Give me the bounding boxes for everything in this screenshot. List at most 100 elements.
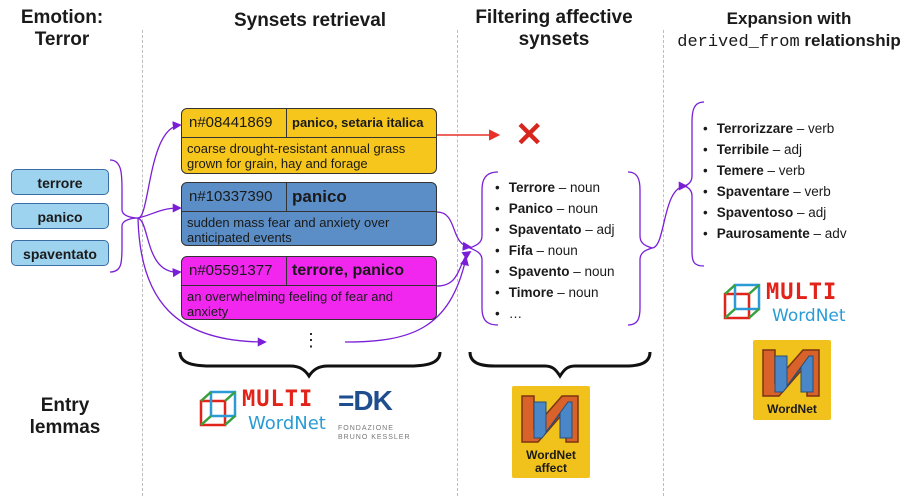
list-item-pos: noun (568, 201, 599, 216)
multi-logo-text: MULTI (766, 280, 838, 305)
list-item: Timore – noun (495, 282, 615, 303)
wordnet-n-icon (521, 395, 579, 443)
synset-header: n#05591377 terrore, panico (182, 257, 436, 286)
synset-id: n#05591377 (182, 257, 287, 285)
relation-code: derived_from (677, 33, 800, 52)
list-item-word: Panico (508, 201, 553, 216)
lemma-terrore: terrore (11, 169, 109, 195)
synset-words: panico, setaria italica (292, 115, 424, 130)
list-item: Spaventato – adj (495, 219, 615, 240)
arrow-to-synset-1 (137, 121, 182, 219)
lemma-panico: panico (11, 203, 109, 229)
lemma-brace (109, 159, 139, 273)
synset-box: n#05591377 terrore, panico an overwhelmi… (181, 256, 437, 320)
list-item-word: Fifa (508, 243, 533, 258)
synset-box: n#08441869 panico, setaria italica coars… (181, 108, 437, 174)
filter-brace-left (468, 171, 499, 326)
list-item-pos: noun (570, 180, 601, 195)
list-item: Spaventare – verb (703, 181, 847, 202)
list-item-dash: – (581, 222, 597, 237)
list-item-word: Spavento (508, 264, 570, 279)
list-item: Terrore – noun (495, 177, 615, 198)
list-item-pos: adv (824, 226, 847, 241)
cube-logo-icon (199, 390, 237, 427)
fbk-mark: =DK (338, 385, 393, 416)
list-item-pos: adj (808, 205, 827, 220)
rejected-mark: ✕ (515, 116, 544, 154)
list-item-pos: … (508, 306, 523, 321)
lemma-spaventato: spaventato (11, 240, 109, 266)
synset-words: panico (292, 187, 347, 206)
list-item: … (495, 303, 615, 324)
arrow-to-synset-3 (137, 217, 182, 278)
synset-gloss: sudden mass fear and anxiety over antici… (187, 215, 390, 245)
synset-header: n#10337390 panico (182, 183, 436, 212)
cube-logo-icon (723, 283, 761, 320)
list-item-word: Terrorizzare (716, 121, 794, 136)
list-item-pos: noun (584, 264, 615, 279)
list-item-pos: adj (596, 222, 615, 237)
list-item-pos: noun (568, 285, 599, 300)
separator-3 (663, 30, 664, 496)
synset-gloss: coarse drought-resistant annual grass gr… (187, 141, 406, 171)
arrow-to-synset-2 (137, 203, 182, 219)
list-item: Temere – verb (703, 160, 847, 181)
synset-header: n#08441869 panico, setaria italica (182, 109, 436, 138)
list-item-pos: adj (784, 142, 803, 157)
arrow-to-more (137, 217, 267, 347)
list-item-word: Timore (508, 285, 554, 300)
synset-box: n#10337390 panico sudden mass fear and a… (181, 182, 437, 246)
list-item-dash: – (789, 184, 805, 199)
list-item-pos: noun (547, 243, 578, 258)
wordnet-logo: WordNet (753, 340, 831, 420)
wordnet-n-icon (762, 349, 820, 397)
list-item-word: Spaventoso (716, 205, 794, 220)
retrieval-bottom-brace (178, 351, 442, 379)
more-synsets-marker: ⋮ (302, 330, 320, 350)
entry-lemmas-label: Entry lemmas (29, 395, 101, 438)
list-item-word: Terrore (508, 180, 556, 195)
synset2-to-filter (436, 211, 472, 251)
list-item-dash: – (555, 180, 571, 195)
list-item: Spavento – noun (495, 261, 615, 282)
relation-suffix: relationship (799, 31, 901, 50)
list-item-dash: – (793, 205, 809, 220)
wordnet-affect-line1: WordNet (526, 448, 576, 462)
synset3-to-filter (436, 250, 472, 287)
list-item-dash: – (569, 264, 585, 279)
expanded-word-list: Terrorizzare – verbTerribile – adjTemere… (703, 118, 847, 244)
filtering-header: Filtering affective synsets (475, 7, 633, 50)
separator-2 (457, 30, 458, 496)
multi-logo-text: MULTI (242, 387, 314, 412)
retrieval-header: Synsets retrieval (233, 10, 387, 31)
fbk-line1: FONDAZIONE (338, 425, 394, 432)
expansion-header-line1: Expansion with (726, 9, 852, 28)
list-item-word: Terribile (716, 142, 770, 157)
list-item: Terrorizzare – verb (703, 118, 847, 139)
list-item-dash: – (769, 142, 785, 157)
wordnet-logo-text: WordNet (772, 306, 846, 326)
wordnet-logo-text: WordNet (248, 413, 326, 434)
list-item-word: Paurosamente (716, 226, 810, 241)
list-item: Paurosamente – adv (703, 223, 847, 244)
list-item-dash: – (532, 243, 548, 258)
list-item-word: Spaventare (716, 184, 790, 199)
more-to-filter (344, 256, 469, 343)
expansion-header-line2: derived_from relationship (664, 30, 914, 54)
list-item-dash: – (763, 163, 779, 178)
list-item-dash: – (553, 285, 569, 300)
filter-bottom-brace (468, 351, 652, 379)
list-item-word: Temere (716, 163, 764, 178)
list-item-dash: – (793, 121, 809, 136)
synset-gloss: an overwhelming feeling of fear and anxi… (187, 289, 393, 319)
list-item-word: Spaventato (508, 222, 582, 237)
list-item-dash: – (553, 201, 569, 216)
list-item-pos: verb (808, 121, 835, 136)
list-item-pos: verb (778, 163, 806, 178)
list-item: Terribile – adj (703, 139, 847, 160)
expansion-brace (683, 101, 705, 267)
list-item: Panico – noun (495, 198, 615, 219)
wordnet-affect-line2: affect (534, 461, 567, 475)
list-item-pos: verb (804, 184, 831, 199)
